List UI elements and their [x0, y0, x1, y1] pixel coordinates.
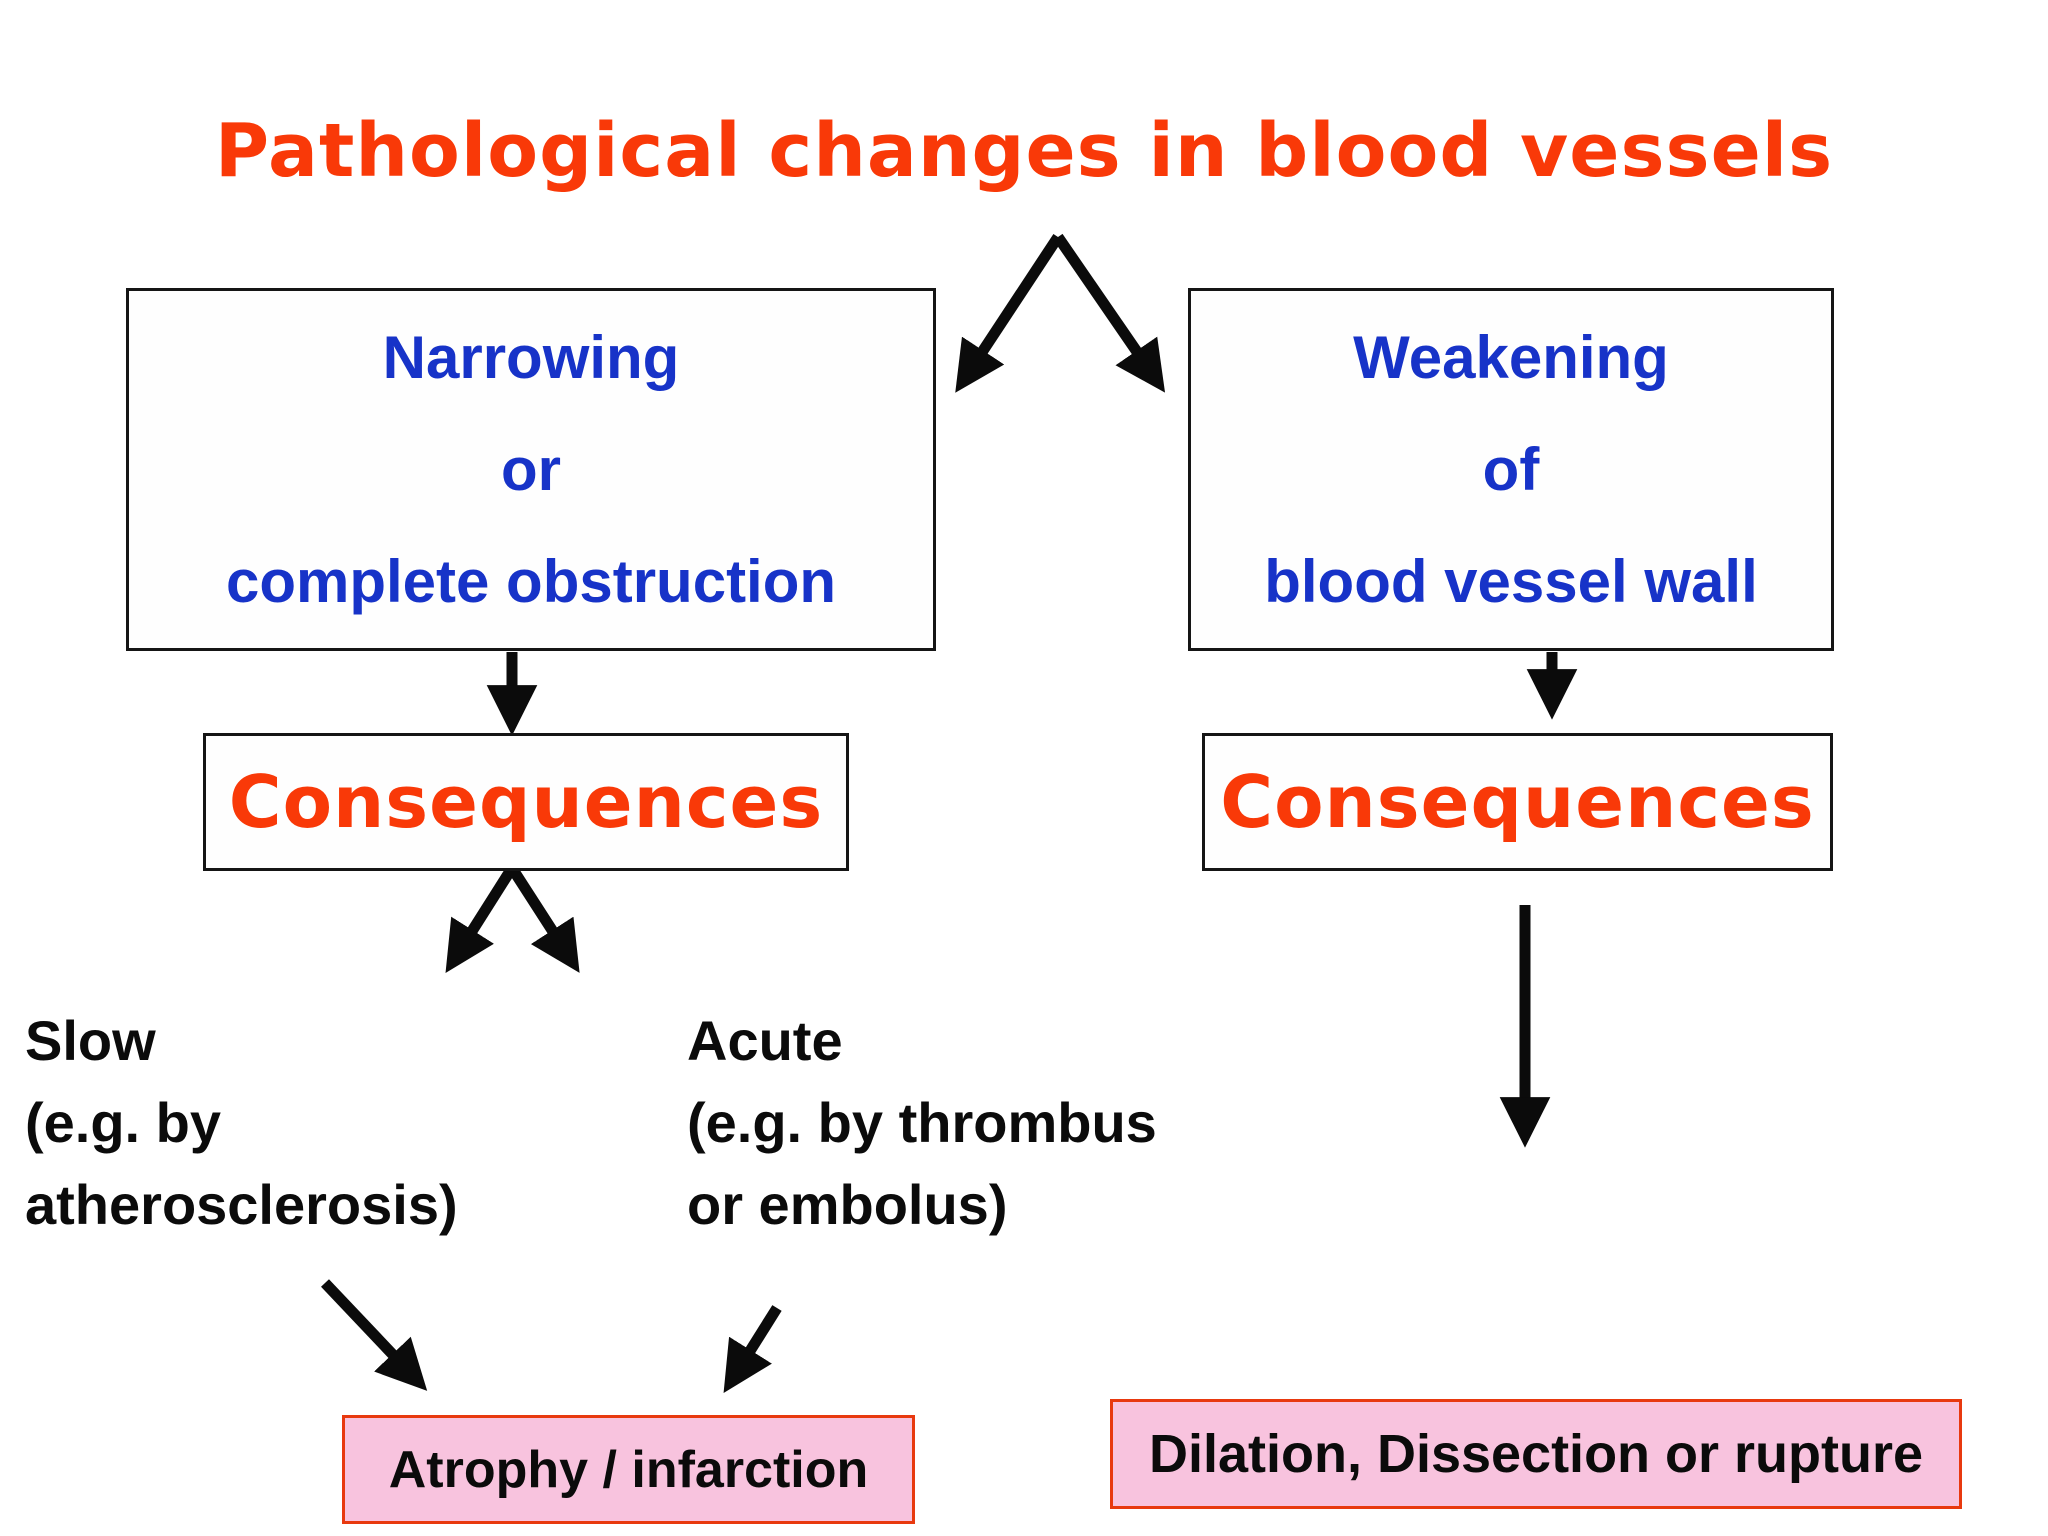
consequences-split-arrow-right	[507, 865, 580, 973]
slow-line-3: atherosclerosis)	[25, 1173, 458, 1236]
right-consequences-box: Consequences	[1202, 733, 1833, 871]
acute-line-3: or embolus)	[687, 1173, 1008, 1236]
atrophy-infarction-box: Atrophy / infarction	[342, 1415, 915, 1524]
dilation-dissection-rupture-label: Dilation, Dissection or rupture	[1148, 1424, 1924, 1484]
weakening-line-1: Weakening	[1353, 323, 1669, 391]
right-consequences-label: Consequences	[1220, 760, 1815, 844]
left-consequences-box: Consequences	[203, 733, 849, 871]
narrowing-line-1: Narrowing	[382, 323, 680, 391]
slow-line-1: Slow	[25, 1009, 156, 1072]
page-title: Pathological changes in blood vessels	[214, 108, 1834, 194]
narrowing-box: Narrowing or complete obstruction	[126, 288, 936, 651]
left-consequences-label: Consequences	[228, 760, 824, 844]
weakening-box: Weakening of blood vessel wall	[1188, 288, 1834, 651]
acute-line-1: Acute	[687, 1009, 843, 1072]
atrophy-infarction-label: Atrophy / infarction	[388, 1440, 869, 1499]
weakening-line-3: blood vessel wall	[1264, 547, 1758, 615]
title-split-arrow-right	[1053, 233, 1166, 393]
acute-outcome-arrow	[723, 1305, 782, 1393]
dilation-dissection-rupture-box: Dilation, Dissection or rupture	[1110, 1399, 1962, 1509]
narrowing-line-3: complete obstruction	[225, 547, 837, 615]
title-split-arrow-left	[955, 233, 1063, 393]
consequences-split-arrow-left	[445, 865, 517, 973]
slow-outcome-arrow	[321, 1279, 428, 1391]
narrowing-line-2: or	[501, 435, 561, 503]
slow-line-2: (e.g. by	[25, 1091, 222, 1154]
weakening-line-2: of	[1482, 435, 1540, 503]
acute-label-block: Acute (e.g. by thrombus or embolus)	[687, 1000, 1157, 1246]
acute-line-2: (e.g. by thrombus	[687, 1091, 1157, 1154]
slow-label-block: Slow (e.g. by atherosclerosis)	[25, 1000, 458, 1246]
